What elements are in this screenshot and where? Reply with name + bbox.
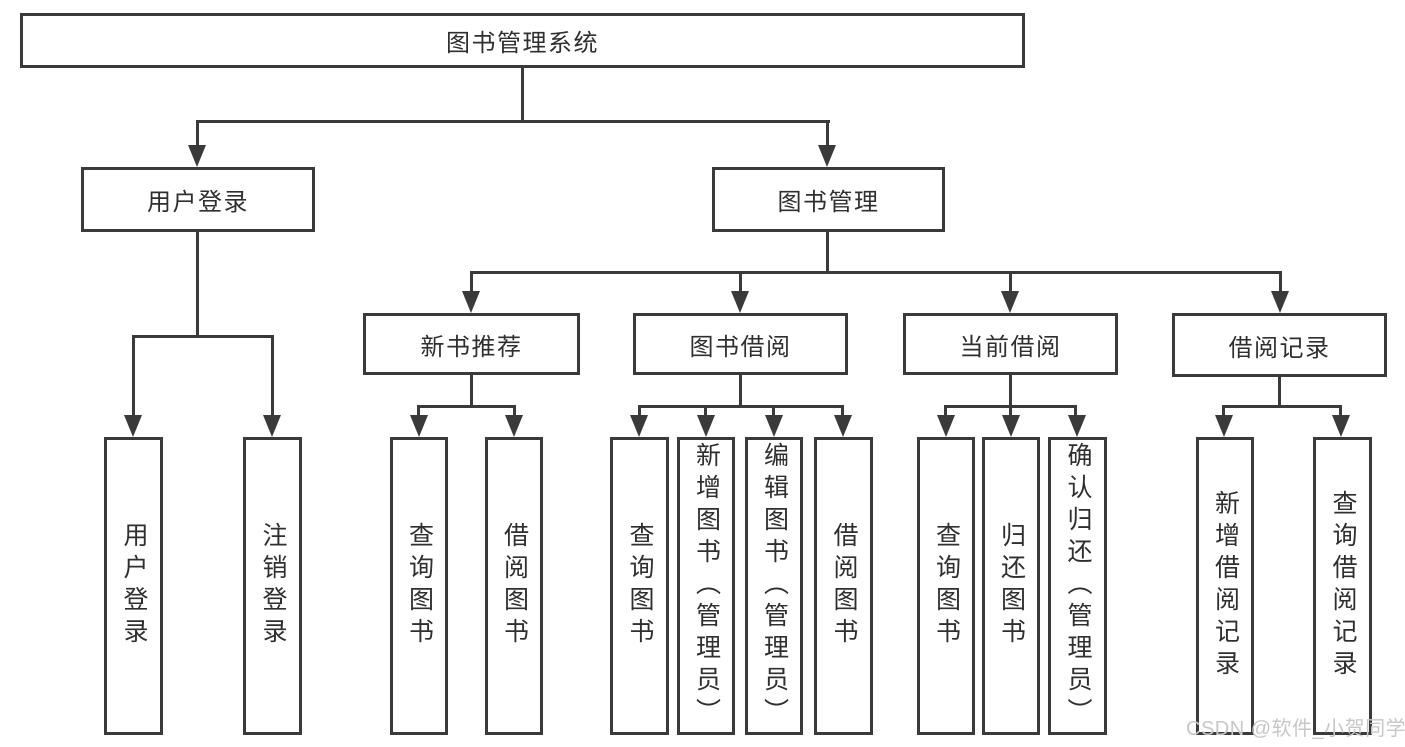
connector-drop-query-books-current <box>944 405 947 417</box>
node-current-borrow: 当前借阅 <box>903 313 1118 375</box>
leaf-borrow-books-borrow: 借阅图书 <box>814 437 873 735</box>
arrowhead-borrow-records <box>1271 291 1289 313</box>
arrowhead-add-borrow-record <box>1215 415 1233 437</box>
node-user-login: 用户登录 <box>81 167 315 232</box>
leaf-query-books-current: 查询图书 <box>917 437 975 735</box>
connector-new-book-bar <box>417 405 516 408</box>
leaf-borrow-books-recommend: 借阅图书 <box>485 437 543 735</box>
connector-level2-bar <box>196 120 830 123</box>
connector-drop-edit-books-admin <box>772 405 775 417</box>
leaf-logout: 注销登录 <box>243 437 302 735</box>
connector-drop-add-borrow-record <box>1222 405 1225 417</box>
arrowhead-query-books-borrow <box>630 415 648 437</box>
connector-new-book-stem <box>470 375 473 405</box>
connector-user-login-stem <box>196 232 199 335</box>
connector-drop-query-books-borrow <box>638 405 641 417</box>
leaf-add-borrow-record: 新增借阅记录 <box>1196 437 1254 735</box>
connector-drop-borrow-records <box>1279 271 1282 293</box>
leaf-edit-books-admin: 编辑图书（管理员） <box>745 437 803 735</box>
arrowhead-user-login <box>188 145 206 167</box>
leaf-return-books: 归还图书 <box>982 437 1040 735</box>
leaf-add-books-admin: 新增图书（管理员） <box>677 437 735 735</box>
connector-drop-return-books <box>1009 405 1012 417</box>
connector-drop-book-management <box>826 120 829 147</box>
connector-drop-query-borrow-record <box>1339 405 1342 417</box>
arrowhead-borrow-books-borrow <box>834 415 852 437</box>
connector-drop-borrow-books-borrow <box>841 405 844 417</box>
connector-drop-book-borrow <box>739 271 742 293</box>
connector-drop-new-book <box>470 271 473 293</box>
connector-current-borrow-stem <box>1009 375 1012 405</box>
leaf-user-login: 用户登录 <box>104 437 163 735</box>
arrowhead-query-books-recommend <box>410 415 428 437</box>
connector-drop-confirm-return-admin <box>1074 405 1077 417</box>
connector-drop-borrow-books-recommend <box>513 405 516 417</box>
arrowhead-book-borrow <box>731 291 749 313</box>
arrowhead-leaf-logout <box>263 415 281 437</box>
arrowhead-add-books-admin <box>697 415 715 437</box>
connector-borrow-records-stem <box>1278 377 1281 405</box>
arrowhead-new-book <box>462 291 480 313</box>
connector-level3-bar <box>470 271 1282 274</box>
connector-root-stem <box>521 68 524 120</box>
arrowhead-confirm-return-admin <box>1068 415 1086 437</box>
connector-drop-leaf-logout <box>271 335 274 417</box>
connector-user-login-bar <box>132 335 274 338</box>
arrowhead-query-borrow-record <box>1332 415 1350 437</box>
leaf-confirm-return-admin: 确认归还（管理员） <box>1048 437 1107 735</box>
connector-drop-leaf-user-login <box>132 335 135 417</box>
leaf-query-books-borrow: 查询图书 <box>610 437 669 735</box>
arrowhead-leaf-user-login <box>124 415 142 437</box>
node-borrow-records: 借阅记录 <box>1172 313 1387 377</box>
arrowhead-query-books-current <box>937 415 955 437</box>
connector-drop-user-login <box>196 120 199 147</box>
connector-book-borrow-stem <box>739 375 742 405</box>
node-library-management-system: 图书管理系统 <box>20 13 1025 68</box>
connector-drop-current-borrow <box>1009 271 1012 293</box>
leaf-query-books-recommend: 查询图书 <box>390 437 448 735</box>
connector-borrow-records-bar <box>1222 405 1342 408</box>
connector-drop-query-books-recommend <box>417 405 420 417</box>
connector-book-borrow-bar <box>638 405 844 408</box>
node-book-management: 图书管理 <box>712 167 945 232</box>
arrowhead-book-management <box>818 145 836 167</box>
arrowhead-current-borrow <box>1001 291 1019 313</box>
arrowhead-borrow-books-recommend <box>505 415 523 437</box>
connector-book-management-stem <box>826 232 829 271</box>
connector-drop-add-books-admin <box>704 405 707 417</box>
arrowhead-return-books <box>1002 415 1020 437</box>
leaf-query-borrow-record: 查询借阅记录 <box>1313 437 1372 735</box>
node-new-book-recommend: 新书推荐 <box>363 313 580 375</box>
csdn-watermark: CSDN @软件_小贺同学 <box>1186 718 1405 740</box>
node-book-borrow: 图书借阅 <box>633 313 848 375</box>
arrowhead-edit-books-admin <box>765 415 783 437</box>
